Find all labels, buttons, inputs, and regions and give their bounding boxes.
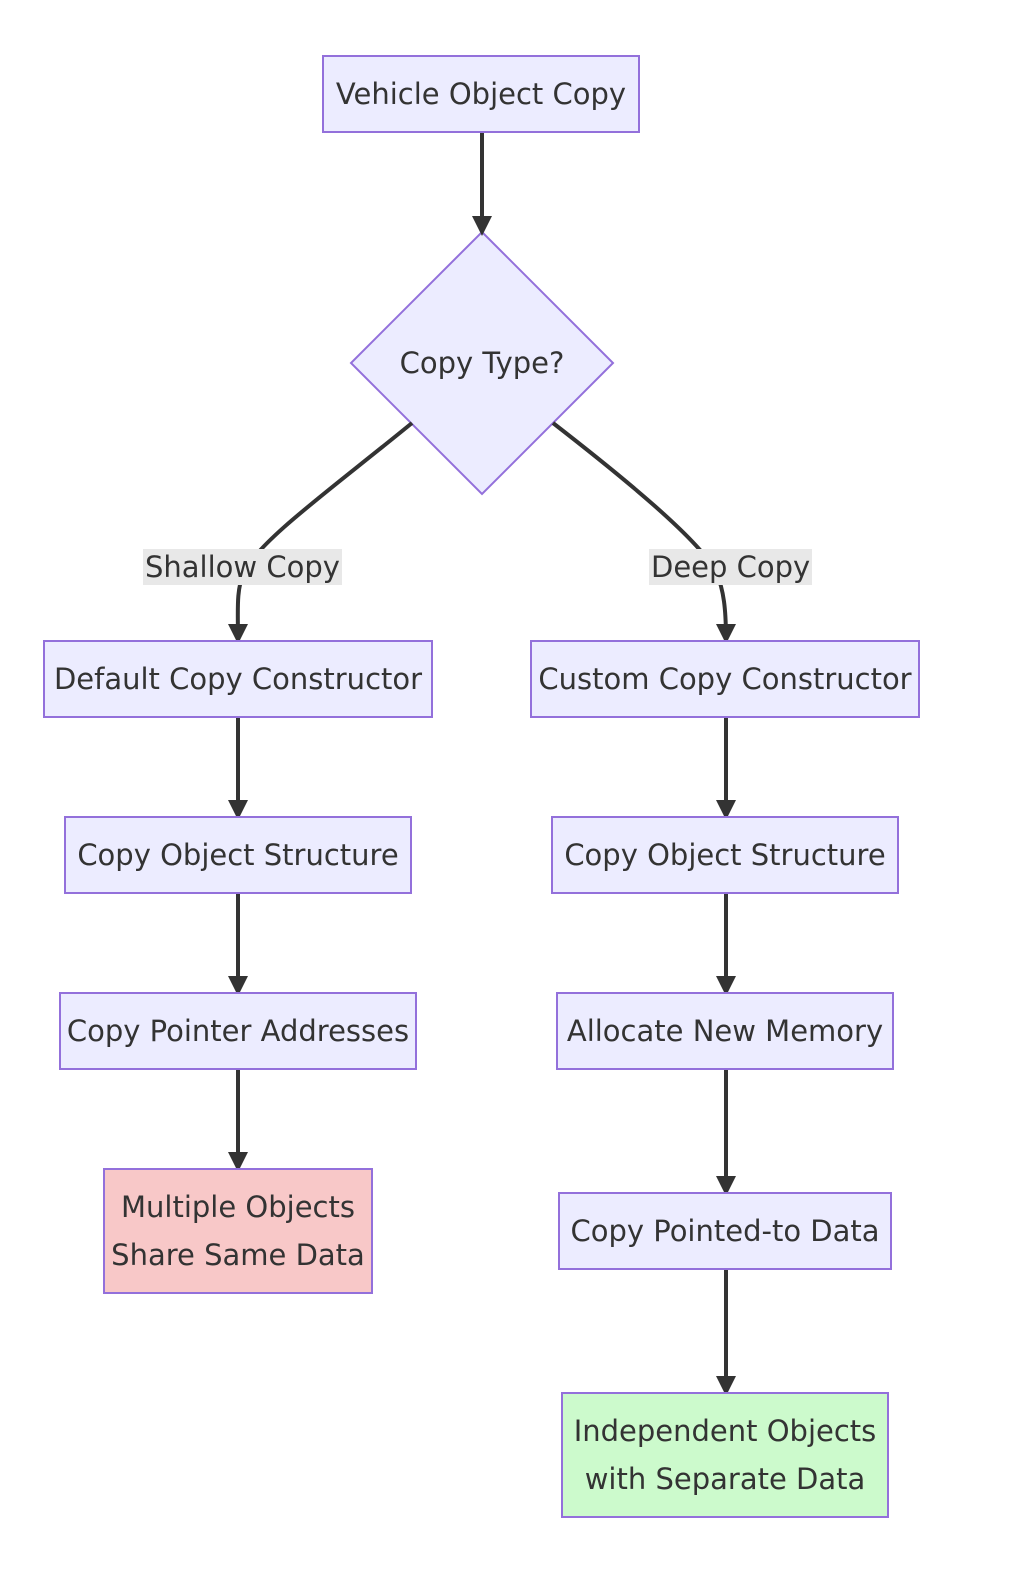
node-label: Default Copy Constructor <box>53 662 423 696</box>
node-label: Copy Object Structure <box>77 838 399 872</box>
node-independent-objects: Independent Objects with Separate Data <box>561 1392 889 1518</box>
node-label: Copy Pointed-to Data <box>570 1214 880 1248</box>
node-label: Vehicle Object Copy <box>335 77 627 111</box>
node-vehicle-object-copy: Vehicle Object Copy <box>322 55 640 133</box>
node-label-line1: Independent Objects <box>573 1414 877 1448</box>
node-allocate-new-memory: Allocate New Memory <box>556 992 894 1070</box>
edge-label-deep-copy: Deep Copy <box>649 549 813 585</box>
node-default-copy-constructor: Default Copy Constructor <box>43 640 433 718</box>
node-copy-object-structure-left: Copy Object Structure <box>64 816 412 894</box>
node-copy-pointed-to-data: Copy Pointed-to Data <box>558 1192 892 1270</box>
node-label: Copy Pointer Addresses <box>66 1014 410 1048</box>
node-label: Copy Object Structure <box>564 838 886 872</box>
edge-decision-to-default <box>227 421 414 644</box>
node-label: Allocate New Memory <box>566 1014 884 1048</box>
edge-decision-to-custom <box>551 421 736 644</box>
decision-diamond <box>349 230 615 496</box>
node-multiple-objects-share-data: Multiple Objects Share Same Data <box>103 1168 373 1294</box>
node-label-line2: with Separate Data <box>584 1462 866 1496</box>
node-copy-object-structure-right: Copy Object Structure <box>551 816 899 894</box>
node-copy-pointer-addresses: Copy Pointer Addresses <box>59 992 417 1070</box>
node-custom-copy-constructor: Custom Copy Constructor <box>530 640 920 718</box>
edge-label-shallow-copy: Shallow Copy <box>143 549 342 585</box>
decision-label: Copy Type? <box>399 346 565 380</box>
node-label-line2: Share Same Data <box>111 1238 365 1272</box>
node-label-line1: Multiple Objects <box>121 1190 355 1224</box>
node-label: Custom Copy Constructor <box>538 662 912 696</box>
